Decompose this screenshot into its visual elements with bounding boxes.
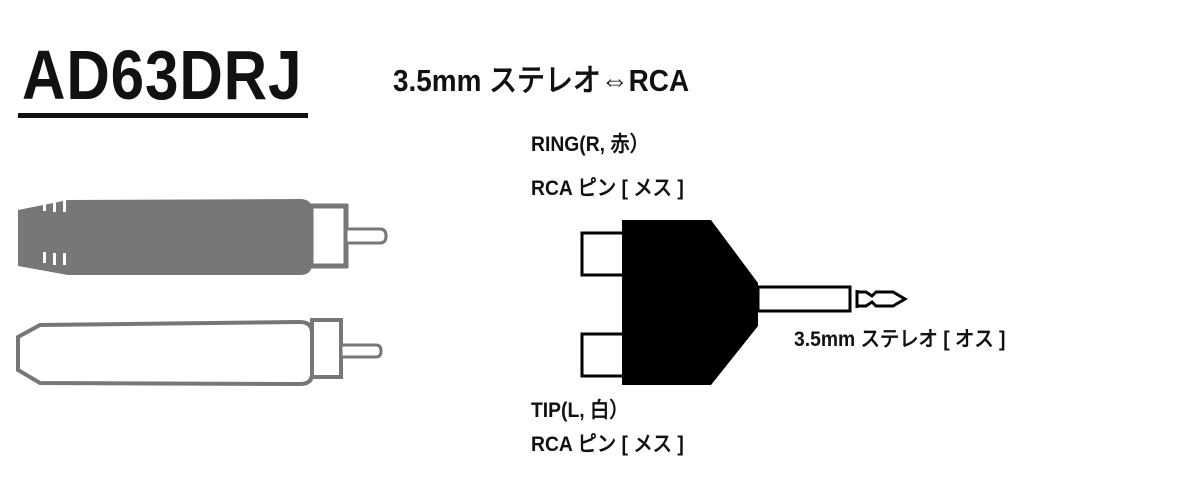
ring-channel-label: RING(R, 赤） [531, 133, 650, 156]
product-subtitle: 3.5mm ステレオ⇔RCA [393, 63, 690, 98]
tip-channel-label: TIP(L, 白） [531, 399, 629, 422]
adapter [580, 220, 908, 385]
stereo-plug [756, 285, 908, 313]
stereo-plug-label: 3.5mm ステレオ [ オス ] [794, 328, 1006, 351]
ring-connector-type-label: RCA ピン [ メス ] [531, 177, 684, 200]
tip-connector-type-label: RCA ピン [ メス ] [531, 433, 684, 456]
rca-plug-red [18, 199, 388, 275]
adapter-body [622, 220, 758, 385]
rca-jack-top [580, 231, 628, 277]
model-number: AD63DRJ [22, 36, 303, 114]
rca-jack-bottom [580, 332, 628, 378]
rca-plug-white [16, 318, 383, 387]
model-underline [18, 113, 308, 118]
